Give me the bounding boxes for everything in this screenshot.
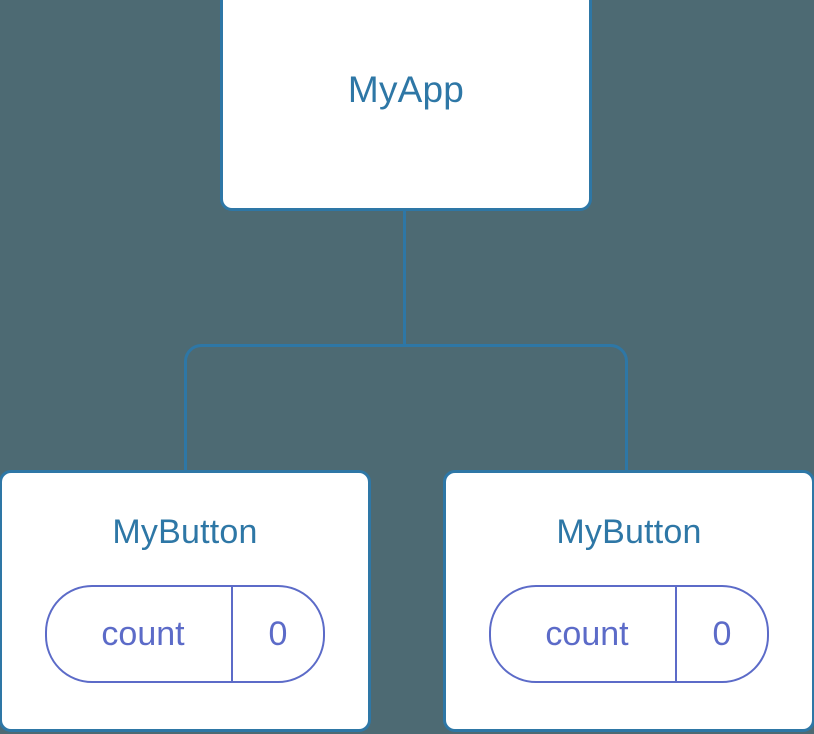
node-title: MyApp [347, 69, 465, 110]
state-capsule[interactable]: count 0 [45, 585, 325, 683]
state-value: 0 [675, 587, 767, 681]
node-title: MyButton [556, 513, 702, 551]
node-title: MyButton [112, 513, 258, 551]
state-value: 0 [231, 587, 323, 681]
edge-branch-left [184, 344, 405, 472]
node-root-myapp[interactable]: MyApp [220, 0, 592, 211]
state-key: count [545, 615, 629, 653]
node-child-mybutton-2[interactable]: MyButton count 0 [443, 470, 814, 732]
state-key: count [101, 615, 185, 653]
state-capsule[interactable]: count 0 [489, 585, 769, 683]
node-child-mybutton-1[interactable]: MyButton count 0 [0, 470, 371, 732]
edge-branch-right [404, 343, 628, 472]
